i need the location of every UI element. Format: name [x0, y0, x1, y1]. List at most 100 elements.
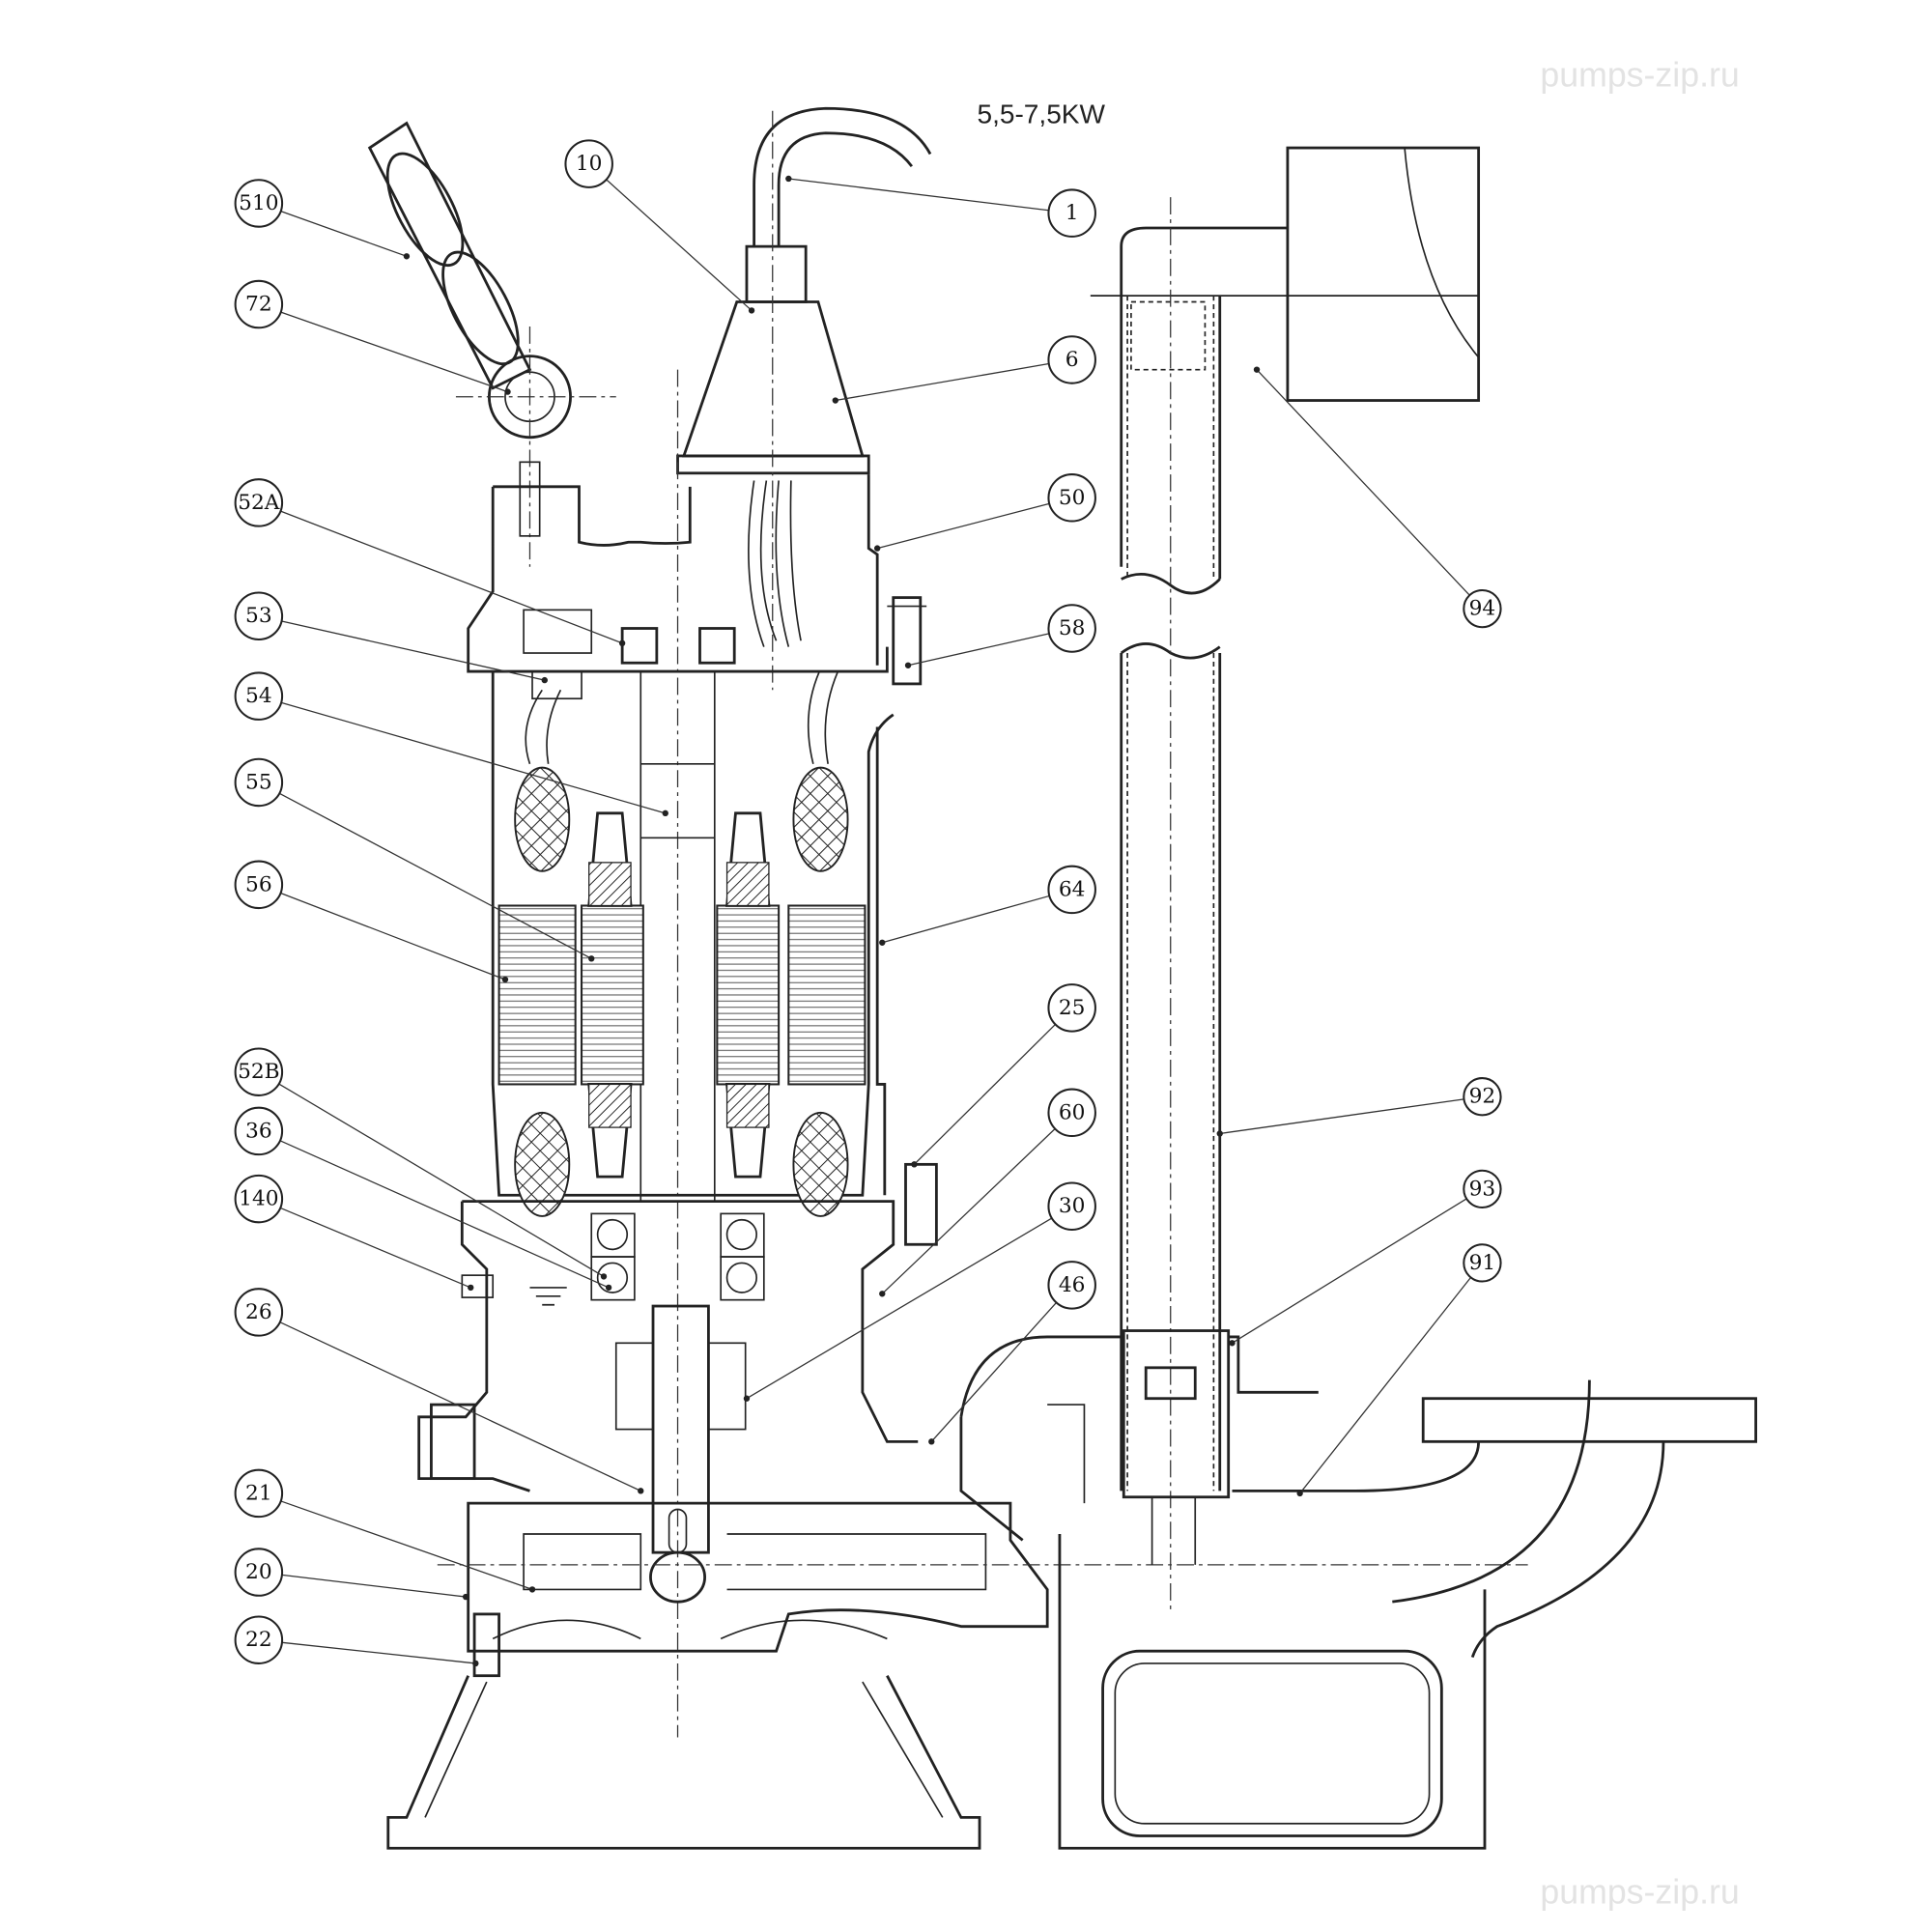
leader-line: [606, 179, 753, 311]
leader-line: [930, 1301, 1057, 1442]
part-callout-91: 91: [1463, 1243, 1502, 1283]
callout-circle: [1463, 1169, 1502, 1209]
callout-label: 21: [245, 1481, 272, 1505]
leader-dot: [501, 976, 509, 983]
callout-label: 53: [245, 604, 272, 628]
callout-label: 6: [1065, 348, 1079, 372]
callout-circle: [1047, 335, 1096, 384]
leader-dot: [462, 1593, 469, 1601]
leader-line: [907, 633, 1050, 667]
leader-dot: [748, 307, 755, 314]
callout-label: 50: [1059, 486, 1086, 510]
watermark-layer: pumps-zip.ru pumps-zip.ru: [1540, 55, 1739, 1911]
callout-circle: [1047, 473, 1096, 523]
callout-label: 72: [245, 293, 272, 317]
leader-line: [280, 892, 506, 980]
part-callout-46: 46: [1047, 1261, 1096, 1310]
leader-dot: [541, 676, 548, 684]
callout-circle: [234, 671, 284, 721]
part-callout-54: 54: [234, 671, 284, 721]
callout-circle: [234, 1468, 284, 1519]
drawing-title: 5,5-7,5KW: [977, 99, 1105, 129]
callout-circle: [1463, 588, 1502, 629]
part-callout-510: 510: [234, 179, 284, 228]
part-callout-22: 22: [234, 1615, 284, 1664]
part-callout-25: 25: [1047, 983, 1096, 1033]
leader-line: [280, 701, 666, 814]
callout-label: 64: [1059, 877, 1086, 901]
leader-line: [281, 1641, 476, 1664]
part-callout-58: 58: [1047, 604, 1096, 653]
callout-label: 30: [1059, 1194, 1086, 1218]
callout-circle: [234, 1548, 284, 1597]
leader-dot: [879, 1291, 886, 1297]
upper-cover: [467, 474, 927, 700]
part-callout-1: 1: [1047, 188, 1096, 238]
leader-line: [279, 1207, 471, 1289]
part-callout-55: 55: [234, 757, 284, 808]
callout-circle: [1047, 1181, 1096, 1231]
leader-line: [280, 1500, 533, 1591]
leader-dot: [904, 662, 912, 668]
leader-line: [281, 620, 545, 681]
leader-dot: [873, 545, 881, 552]
part-callout-10: 10: [564, 139, 613, 188]
callout-circle: [234, 1047, 284, 1096]
callout-label: 55: [245, 770, 272, 794]
callout-circle: [1047, 1088, 1096, 1138]
leader-line: [279, 1140, 610, 1289]
leader-line: [281, 1574, 467, 1598]
leader-dot: [618, 639, 626, 647]
leader-dot: [879, 939, 886, 946]
leader-dot: [605, 1284, 612, 1292]
part-callout-56: 56: [234, 860, 284, 910]
callout-label: 93: [1469, 1177, 1496, 1201]
leader-line: [280, 211, 408, 257]
part-callout-94: 94: [1463, 588, 1502, 629]
leader-line: [882, 895, 1050, 944]
callout-label: 56: [245, 872, 272, 896]
callout-circle: [234, 478, 284, 527]
watermark-text: pumps-zip.ru: [1540, 1873, 1739, 1912]
leader-line: [877, 502, 1050, 550]
callout-circle: [564, 139, 613, 188]
callout-circle: [1047, 604, 1096, 653]
callout-label: 20: [245, 1560, 272, 1584]
part-callout-50: 50: [1047, 473, 1096, 523]
leader-dot: [403, 253, 411, 260]
part-callout-6: 6: [1047, 335, 1096, 384]
leader-line: [1299, 1277, 1472, 1494]
part-callout-36: 36: [234, 1106, 284, 1156]
callout-label: 52A: [238, 491, 280, 515]
discharge-elbow: [959, 1335, 1758, 1850]
leader-dot: [662, 810, 668, 817]
part-callout-53: 53: [234, 591, 284, 641]
leader-dot: [1296, 1490, 1303, 1497]
stator-windings: [514, 670, 849, 1217]
callout-circle: [1047, 865, 1096, 915]
callout-label: 10: [576, 152, 603, 176]
leader-line: [835, 362, 1049, 402]
leader-line: [788, 178, 1049, 212]
callout-label: 91: [1469, 1251, 1496, 1275]
leader-line: [1219, 1098, 1464, 1135]
leader-dot: [528, 1586, 536, 1593]
leader-dot: [638, 1488, 644, 1494]
part-callout-21: 21: [234, 1468, 284, 1519]
callout-circle: [234, 757, 284, 808]
volute-casing: [437, 1501, 1528, 1678]
part-callout-30: 30: [1047, 1181, 1096, 1231]
leader-line: [280, 510, 623, 644]
part-callout-20: 20: [234, 1548, 284, 1597]
part-callout-26: 26: [234, 1288, 284, 1337]
callout-circle: [1463, 1243, 1502, 1283]
callout-circle: [234, 1288, 284, 1337]
leader-dot: [1229, 1340, 1236, 1347]
stator-core: [497, 811, 867, 1179]
leader-line: [746, 1217, 1053, 1400]
leader-dot: [588, 955, 595, 962]
leader-line: [278, 792, 592, 959]
callout-label: 94: [1469, 597, 1496, 621]
callout-label: 46: [1059, 1273, 1086, 1297]
callout-label: 36: [245, 1119, 272, 1143]
